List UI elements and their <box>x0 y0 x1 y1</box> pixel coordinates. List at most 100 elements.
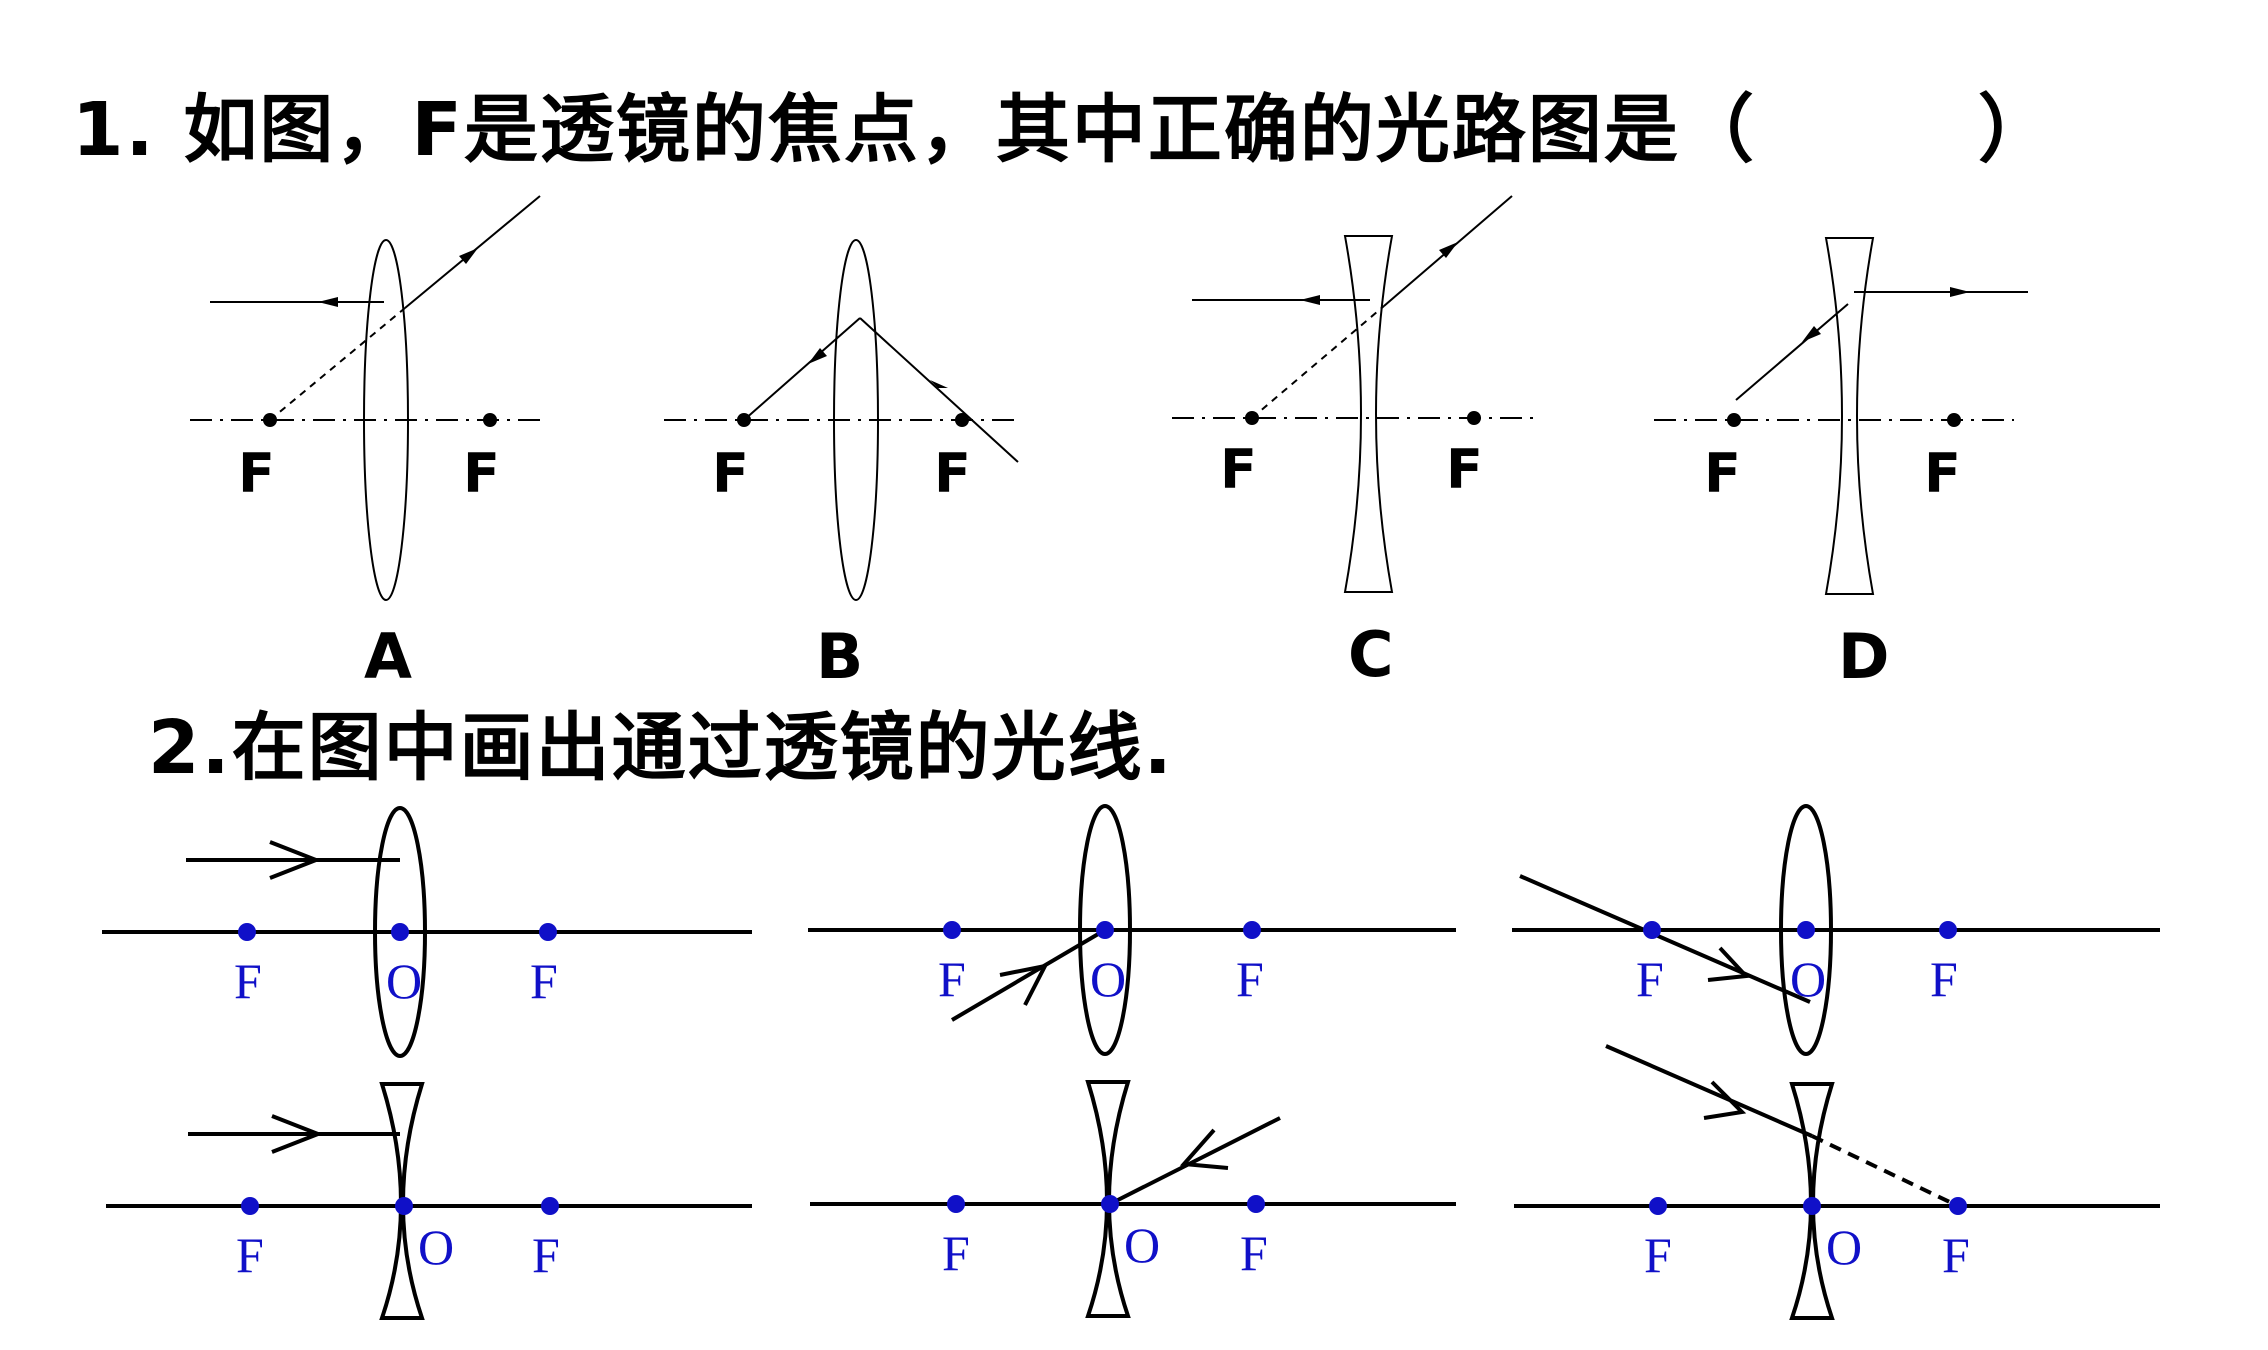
focus-point <box>1643 921 1661 939</box>
question-2-text: 2.在图中画出通过透镜的光线. <box>148 705 1174 791</box>
incident-ray <box>1519 874 1811 1004</box>
focus-point <box>539 923 557 941</box>
focus-point <box>955 413 969 427</box>
focus-label: F <box>1942 1227 1970 1283</box>
exercise-concave-1: F O F <box>106 1082 752 1320</box>
ray-arrow <box>1802 326 1821 342</box>
option-label-a: A <box>364 620 412 693</box>
optical-center-point <box>395 1197 413 1215</box>
ray-arrow <box>459 248 478 264</box>
focus-point <box>943 921 961 939</box>
concave-lens <box>1343 235 1394 593</box>
ray-arrow <box>1707 946 1751 982</box>
exercise-concave-3: F O F <box>1514 1044 2160 1320</box>
optical-center-point <box>1096 921 1114 939</box>
ray-arrow <box>271 1114 324 1154</box>
focus-point <box>1947 413 1961 427</box>
focus-label: F <box>1704 442 1741 505</box>
incident-ray <box>1605 1044 1813 1138</box>
focus-point <box>1243 921 1261 939</box>
optical-center-point <box>1803 1197 1821 1215</box>
exercise-concave-2: F O F <box>810 1080 1456 1318</box>
extension-line <box>269 307 406 421</box>
center-label: O <box>1090 951 1126 1007</box>
focus-point <box>1467 411 1481 425</box>
optical-center-point <box>1797 921 1815 939</box>
concave-lens <box>379 1082 425 1320</box>
question-1-text: 1. 如图，F是透镜的焦点，其中正确的光路图是（ ） <box>72 87 2055 173</box>
incident-ray <box>1735 303 1849 401</box>
ray-arrow <box>808 348 827 364</box>
focus-label: F <box>1240 1225 1268 1281</box>
ray-arrow <box>1300 295 1320 305</box>
focus-label: F <box>238 442 275 505</box>
ray-arrow <box>1439 242 1458 258</box>
focus-label: F <box>236 1227 264 1283</box>
center-label: O <box>1790 951 1826 1007</box>
incident-ray <box>950 928 1107 1022</box>
focus-point <box>947 1195 965 1213</box>
focus-label: F <box>1636 951 1664 1007</box>
focus-label: F <box>712 442 749 505</box>
focus-point <box>1247 1195 1265 1213</box>
convex-lens <box>1078 804 1132 1056</box>
convex-lens <box>363 239 409 601</box>
extension-line <box>1811 1134 1959 1208</box>
focus-label: F <box>530 953 558 1009</box>
focus-label: F <box>463 442 500 505</box>
exercise-convex-2: F O F <box>808 804 1456 1056</box>
ray-arrow <box>269 840 322 880</box>
focus-point <box>1649 1197 1667 1215</box>
ray-arrow <box>1703 1080 1747 1120</box>
option-d-diagram: F F D <box>1654 237 2028 693</box>
ray-arrow <box>930 380 948 388</box>
focus-point <box>1939 921 1957 939</box>
convex-lens <box>373 806 427 1058</box>
center-label: O <box>1826 1219 1862 1275</box>
option-label-d: D <box>1838 620 1889 693</box>
focus-point <box>1949 1197 1967 1215</box>
concave-lens <box>1789 1082 1835 1320</box>
focus-label: F <box>934 442 971 505</box>
option-b-diagram: F F B <box>664 239 1020 693</box>
convex-lens <box>1779 804 1833 1056</box>
exercise-convex-1: F O F <box>102 806 752 1058</box>
option-a-diagram: F F A <box>190 195 548 693</box>
convex-lens <box>833 239 879 601</box>
optical-center-point <box>1101 1195 1119 1213</box>
optical-center-point <box>391 923 409 941</box>
focus-label: F <box>1236 951 1264 1007</box>
refracted-ray <box>859 317 1019 463</box>
focus-label: F <box>1930 951 1958 1007</box>
focus-point <box>241 1197 259 1215</box>
option-label-b: B <box>816 620 863 693</box>
focus-label: F <box>532 1227 560 1283</box>
extension-line <box>1251 305 1385 419</box>
ray-arrow <box>999 963 1049 1006</box>
center-label: O <box>1124 1217 1160 1273</box>
focus-point <box>483 413 497 427</box>
center-label: O <box>386 953 422 1009</box>
focus-label: F <box>1220 438 1257 501</box>
focus-label: F <box>1644 1227 1672 1283</box>
focus-label: F <box>1924 442 1961 505</box>
ray-arrow <box>318 297 338 307</box>
option-label-c: C <box>1348 618 1394 691</box>
ray-arrow <box>1950 287 1970 297</box>
center-label: O <box>418 1219 454 1275</box>
ray-arrow <box>1179 1128 1229 1170</box>
incident-ray <box>743 317 861 421</box>
exercise-convex-3: F O F <box>1512 804 2160 1056</box>
focus-point <box>1727 413 1741 427</box>
focus-label: F <box>234 953 262 1009</box>
focus-label: F <box>938 951 966 1007</box>
concave-lens <box>1085 1080 1131 1318</box>
focus-point <box>541 1197 559 1215</box>
incident-ray <box>1109 1116 1281 1206</box>
focus-label: F <box>942 1225 970 1281</box>
focus-label: F <box>1446 438 1483 501</box>
focus-point <box>238 923 256 941</box>
concave-lens <box>1824 237 1875 595</box>
option-c-diagram: F F C <box>1172 195 1534 691</box>
